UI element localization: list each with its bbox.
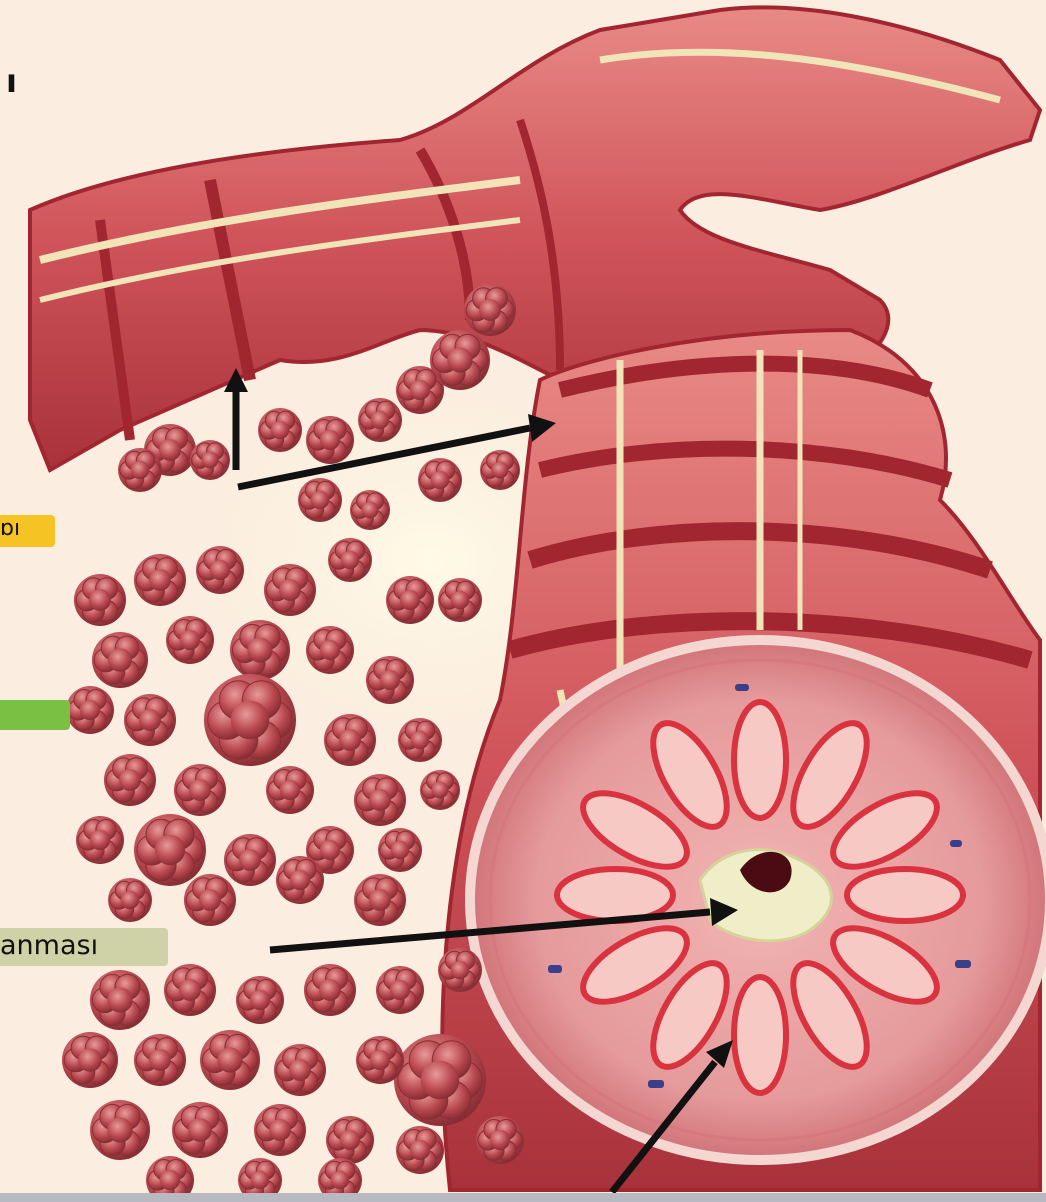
alveolus-cluster — [354, 774, 406, 826]
alveolus-cluster — [378, 828, 422, 872]
alveolus-cluster — [236, 976, 284, 1024]
alveolus-cluster — [104, 754, 156, 806]
alveolus-cluster — [376, 966, 424, 1014]
alveolus-cluster — [66, 686, 114, 734]
alveolus-cluster — [184, 874, 236, 926]
alveolus-cluster — [90, 1100, 150, 1160]
alveolus-cluster — [90, 970, 150, 1030]
alveolus-cluster — [164, 964, 216, 1016]
alveolus-cluster — [476, 1116, 524, 1164]
alveolus-cluster — [224, 834, 276, 886]
alveolus-cluster — [366, 656, 414, 704]
label-top: ı — [6, 62, 17, 100]
alveolus-cluster — [304, 964, 356, 1016]
alveolus-cluster — [350, 490, 390, 530]
alveolus-cluster — [264, 564, 316, 616]
alveolus-cluster — [306, 416, 354, 464]
alveolus-cluster — [134, 1034, 186, 1086]
alveolus-cluster — [480, 450, 520, 490]
label-olive-text: anması — [0, 930, 98, 961]
alveolus-cluster — [62, 1032, 118, 1088]
alveolus-cluster — [74, 574, 126, 626]
alveolus-cluster — [124, 694, 176, 746]
alveolus-cluster — [92, 632, 148, 688]
alveolus-cluster — [118, 448, 162, 492]
alveolus-cluster — [326, 1116, 374, 1164]
alveolus-cluster — [200, 1030, 260, 1090]
alveolus-cluster — [354, 874, 406, 926]
alveolus-cluster — [398, 718, 442, 762]
alveolus-cluster — [266, 766, 314, 814]
alveolus-cluster — [230, 620, 290, 680]
alveolus-cluster — [464, 284, 516, 336]
alveolus-cluster — [166, 616, 214, 664]
alveolus-cluster — [134, 814, 206, 886]
alveolus-cluster — [396, 366, 444, 414]
airway-cross-section — [470, 640, 1046, 1160]
alveolus-cluster — [420, 770, 460, 810]
alveolus-cluster — [172, 1102, 228, 1158]
alveolus-cluster — [394, 1034, 486, 1126]
alveolus-cluster — [204, 674, 296, 766]
alveolus-cluster — [76, 816, 124, 864]
alveolus-cluster — [438, 578, 482, 622]
alveolus-cluster — [134, 554, 186, 606]
bottom-strip — [0, 1193, 1046, 1202]
alveolus-cluster — [386, 576, 434, 624]
alveolus-cluster — [356, 1036, 404, 1084]
alveolus-cluster — [328, 538, 372, 582]
alveolus-cluster — [306, 626, 354, 674]
alveolus-cluster — [174, 764, 226, 816]
alveolus-cluster — [190, 440, 230, 480]
alveolus-cluster — [254, 1104, 306, 1156]
alveolus-cluster — [274, 1044, 326, 1096]
alveolus-cluster — [396, 1126, 444, 1174]
alveolus-cluster — [276, 856, 324, 904]
alveolus-cluster — [258, 408, 302, 452]
label-yellow-text: ɒı — [0, 516, 20, 541]
alveolus-cluster — [438, 948, 482, 992]
alveolus-cluster — [108, 878, 152, 922]
alveolus-cluster — [298, 478, 342, 522]
alveolus-cluster — [324, 714, 376, 766]
alveolus-cluster — [358, 398, 402, 442]
alveolus-cluster — [196, 546, 244, 594]
alveolus-cluster — [418, 458, 462, 502]
label-green-bar — [0, 700, 70, 730]
